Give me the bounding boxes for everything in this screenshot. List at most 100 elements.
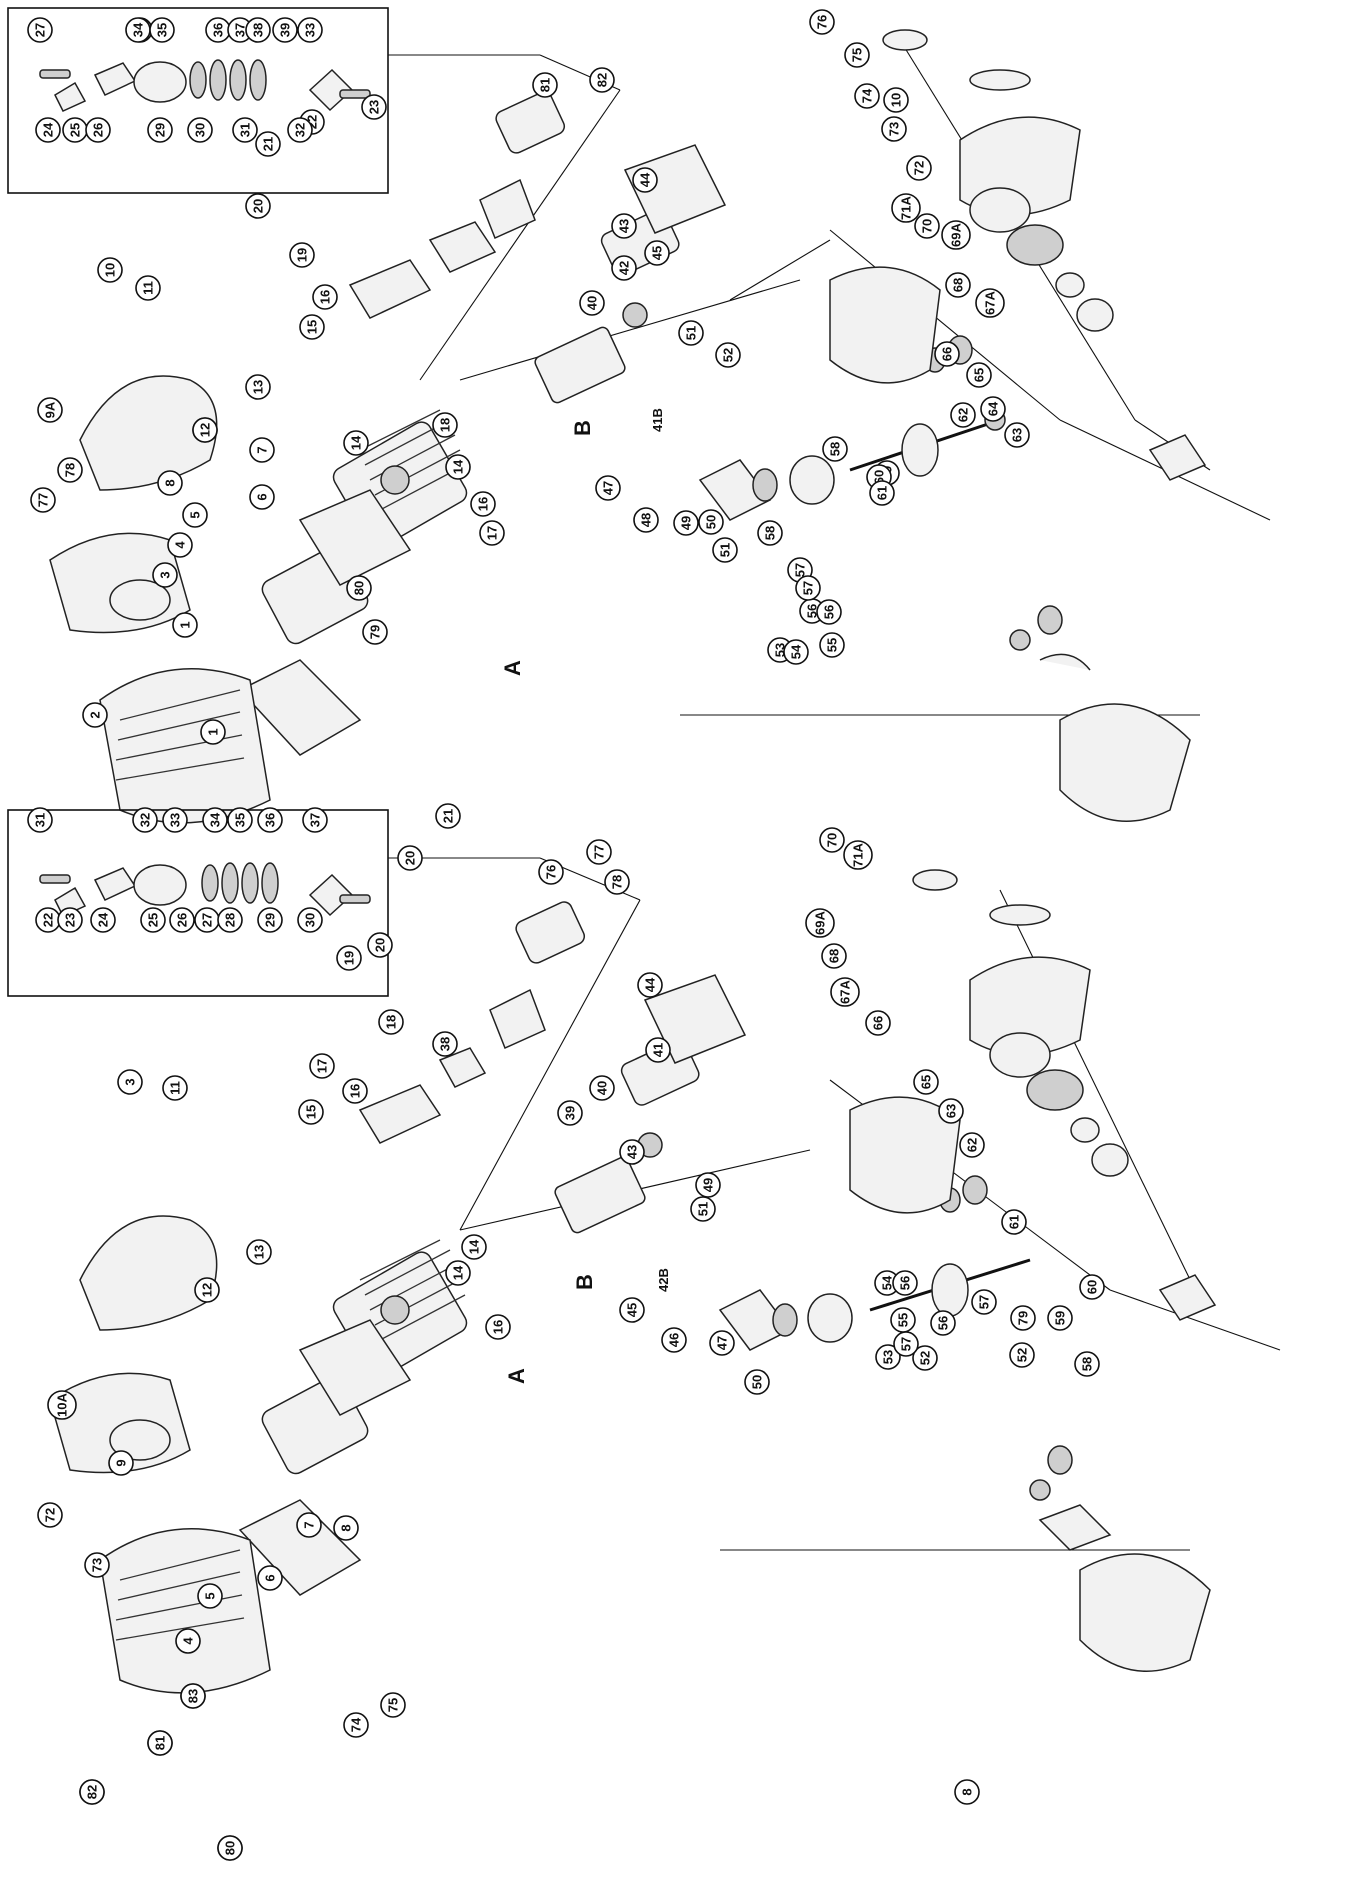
screw-shape [39, 874, 71, 884]
top-callout: 8 [157, 470, 183, 496]
bottom-callout: 44 [637, 972, 663, 998]
callout-number: 70 [825, 833, 840, 847]
callout-bubble [147, 117, 173, 143]
callout-number: 72 [43, 1508, 58, 1522]
callout-bubble [343, 1712, 369, 1738]
piston-ring-shape [752, 468, 778, 502]
callout-bubble [611, 255, 637, 281]
callout-number: 43 [625, 1145, 640, 1159]
callout-bubble [397, 845, 423, 871]
carburetor-detail-box-bottom [7, 809, 389, 997]
callout-number: 19 [342, 951, 357, 965]
callout-number: 37 [308, 813, 323, 827]
callout-number: 34 [208, 812, 223, 827]
callout-number: 79 [368, 625, 383, 639]
bottom-callout: 11 [162, 1075, 188, 1101]
callout-bubble [194, 1277, 220, 1303]
callout-number: 14 [349, 435, 364, 450]
bottom-callout: 26 [169, 907, 195, 933]
top-callout: 15 [299, 314, 325, 340]
clip-shape [1039, 653, 1091, 671]
callout-number: 62 [965, 1138, 980, 1152]
top-callout: 79 [362, 619, 388, 645]
callout-number: 24 [41, 122, 56, 137]
pump-cover-shape [133, 864, 187, 906]
bottom-callout: 35 [227, 807, 253, 833]
callout-number: 75 [386, 1698, 401, 1712]
callout-number: 45 [625, 1303, 640, 1317]
bottom-callout: 20 [367, 932, 393, 958]
callout-number: 7 [302, 1521, 317, 1528]
crankshaft-shape [931, 1263, 969, 1317]
callout-bubble [1047, 1305, 1073, 1331]
callout-number: 8 [960, 1788, 975, 1795]
bottom-callout: 33 [162, 807, 188, 833]
air-filter-base-shape [554, 1156, 646, 1234]
top-callout: 13 [245, 374, 271, 400]
top-callout: 20 [245, 193, 271, 219]
callout-bubble [819, 632, 845, 658]
callout-bubble [180, 1683, 206, 1709]
bottom-callout: 31 [27, 807, 53, 833]
callout-number: 69A [813, 910, 828, 934]
bottom-callout: 46 [661, 1327, 687, 1353]
bottom-callout: 47 [709, 1330, 735, 1356]
top-callout: 54 [783, 639, 809, 665]
filter-element-shape [109, 1419, 171, 1461]
callout-bubble [249, 484, 275, 510]
callout-bubble [805, 908, 835, 938]
callout-bubble [637, 972, 663, 998]
callout-number: 55 [896, 1313, 911, 1327]
callout-bubble [698, 509, 724, 535]
callout-bubble [272, 17, 298, 43]
crankcase-half-shape [829, 266, 941, 384]
callout-number: 10 [889, 93, 904, 107]
callout-bubble [57, 457, 83, 483]
callout-bubble [312, 284, 338, 310]
callout-bubble [819, 827, 845, 853]
lever-shape [93, 867, 137, 901]
engine-shroud-shape [99, 1528, 271, 1694]
callout-bubble [297, 17, 323, 43]
callout-bubble [959, 1132, 985, 1158]
callout-number: 11 [141, 281, 156, 295]
top-callout: 42 [611, 255, 637, 281]
diaphragm-shape [261, 862, 279, 904]
seal-shape [1009, 629, 1031, 651]
bottom-callout: 18 [378, 1009, 404, 1035]
callout-number: 40 [585, 296, 600, 310]
bottom-callout: 22 [35, 907, 61, 933]
callout-number: 53 [881, 1350, 896, 1364]
bottom-callout: 14 [445, 1260, 471, 1286]
crankshaft-shape [901, 423, 939, 477]
top-callout: 65 [966, 362, 992, 388]
callout-number: 32 [138, 813, 153, 827]
callout-number: 20 [403, 851, 418, 865]
callout-number: 34 [131, 22, 146, 37]
callout-bubble [1010, 1305, 1036, 1331]
callout-bubble [85, 117, 111, 143]
top-callout: 35 [149, 17, 175, 43]
callout-number: 76 [815, 15, 830, 29]
callout-number: 54 [789, 644, 804, 659]
callout-bubble [619, 1297, 645, 1323]
top-callout: 40 [579, 290, 605, 316]
callout-bubble [854, 83, 880, 109]
callout-number: 57 [977, 1295, 992, 1309]
callout-bubble [132, 807, 158, 833]
bottom-callout: 20 [397, 845, 423, 871]
top-callout: 9A [37, 397, 63, 423]
recoil-spring-shape [989, 1032, 1051, 1078]
callout-number: 52 [1015, 1348, 1030, 1362]
top-callout: 72 [906, 155, 932, 181]
callout-bubble [695, 1172, 721, 1198]
bottom-callout: 78 [604, 869, 630, 895]
callout-bubble [380, 1692, 406, 1718]
callout-bubble [912, 1345, 938, 1371]
callout-bubble [289, 242, 315, 268]
callout-bubble [336, 945, 362, 971]
callout-number: 58 [763, 526, 778, 540]
callout-bubble [217, 1835, 243, 1861]
callout-number: 51 [696, 1202, 711, 1216]
callout-bubble [633, 507, 659, 533]
